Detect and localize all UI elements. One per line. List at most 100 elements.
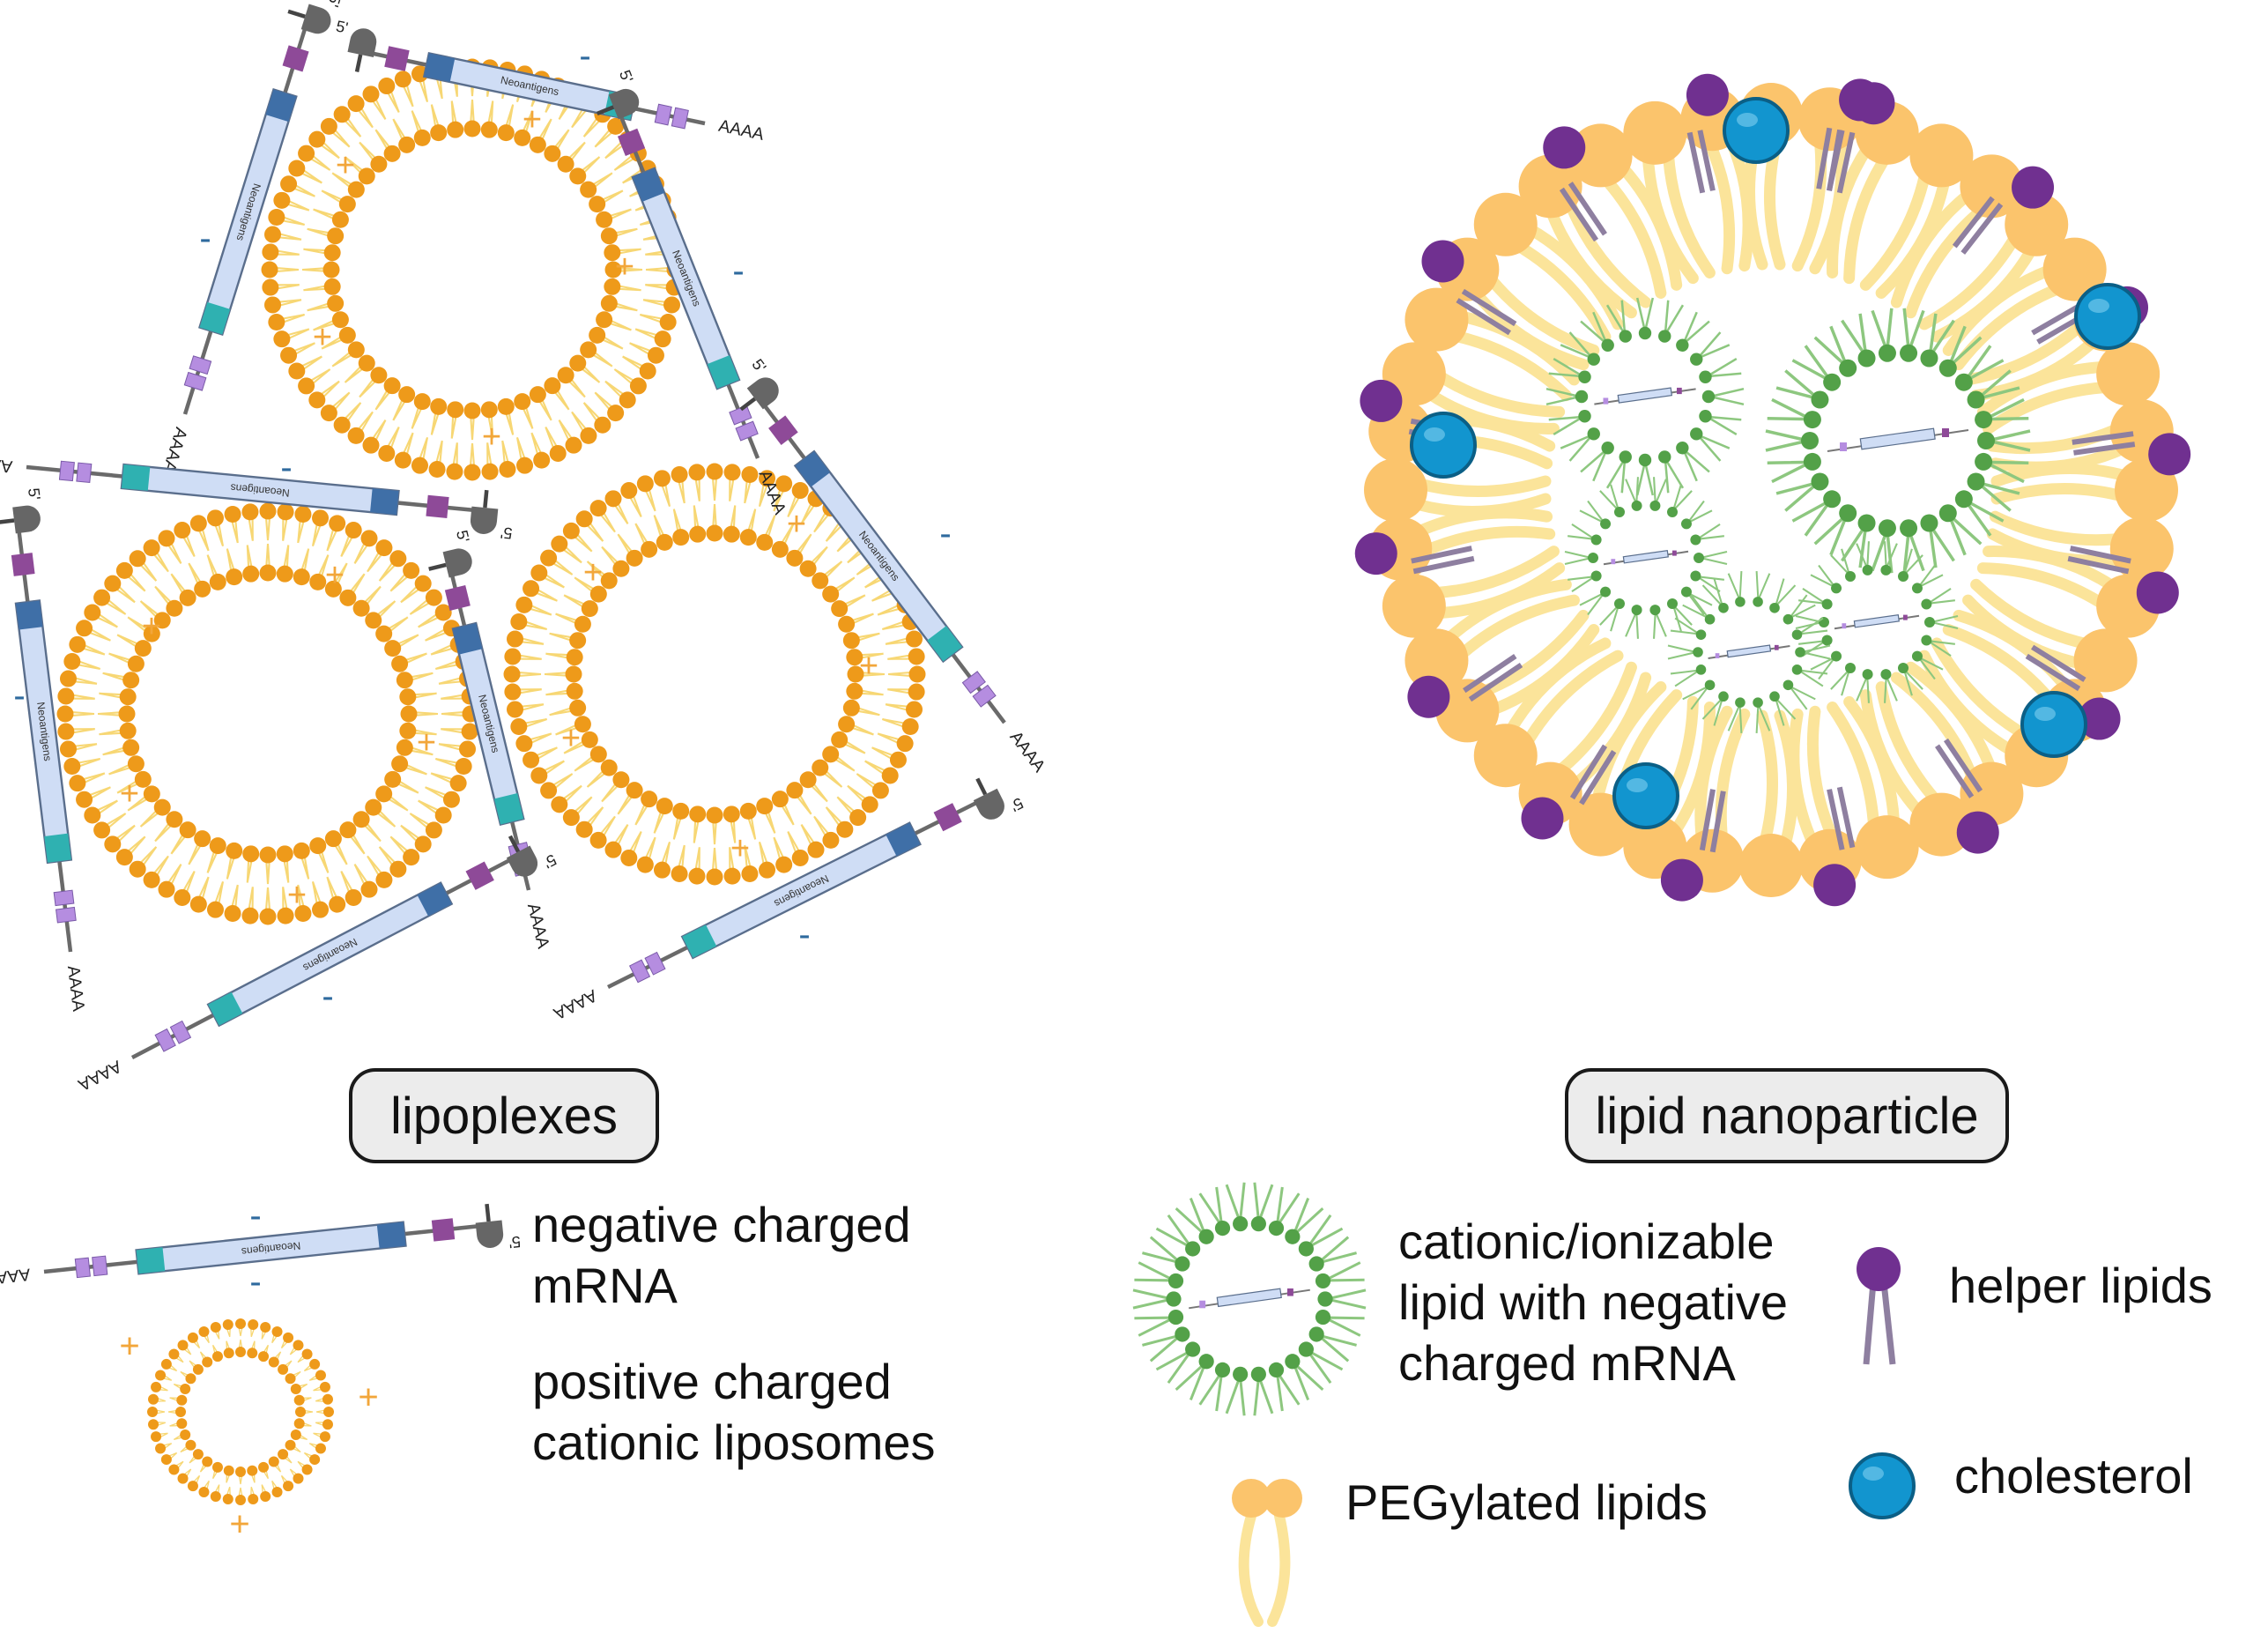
negative-charge-sign: -	[732, 252, 744, 291]
peg-lipid-head	[1473, 192, 1538, 256]
positive-charge-sign: +	[417, 724, 436, 761]
positive-charge-sign: +	[859, 648, 878, 685]
positive-charge-sign: +	[336, 147, 355, 184]
cap-label: 5'	[616, 68, 637, 85]
lipid-nanoparticle-illustration	[1354, 73, 2191, 907]
cap-label: 5'	[453, 529, 473, 545]
helper-lipid-head	[2078, 697, 2121, 740]
legend-peg-text: PEGylated lipids	[1345, 1474, 1708, 1530]
negative-charge-sign: -	[939, 515, 951, 553]
cholesterol-icon	[1849, 1452, 1916, 1519]
legend-helper-label: helper lipids	[1949, 1255, 2212, 1316]
peg-lipid-head	[1739, 834, 1803, 897]
helper-lipid-head	[2012, 166, 2055, 209]
negative-charge-sign: -	[322, 977, 333, 1016]
cap-label: 5'	[25, 487, 43, 501]
gene-label: Neoantigens	[241, 1239, 300, 1258]
positive-charge-sign: +	[787, 506, 806, 543]
positive-charge-sign: +	[142, 608, 161, 645]
cap-label: 5'	[541, 850, 560, 872]
legend-ionizable-line-3: charged mRNA	[1398, 1335, 1736, 1391]
positive-charge-sign: +	[325, 557, 345, 594]
gene-label: Neoantigens	[230, 481, 290, 499]
positive-charge-sign: +	[229, 1505, 249, 1544]
peg-lipid-head	[1855, 815, 1919, 880]
peg-lipid-head	[2005, 192, 2069, 256]
helper-lipid-head	[1839, 78, 1882, 122]
nanoparticle-shell	[1354, 73, 2191, 907]
legend-mrna-line-2: mRNA	[532, 1258, 678, 1313]
negative-charge-sign: -	[249, 1197, 261, 1236]
mrna-strand-icon: 5' Neoantigens AAAA	[0, 452, 513, 542]
helper-lipid-head	[1421, 240, 1464, 283]
peg-lipid-head	[1473, 724, 1538, 788]
helper-lipid-head	[1956, 811, 1999, 854]
negative-charge-sign: -	[798, 916, 810, 954]
positive-charge-sign: +	[287, 877, 307, 914]
positive-charge-sign: +	[523, 101, 542, 138]
polya-tail-label: AAAA	[159, 425, 190, 474]
lipoplexes-illustration: +++++++++++++++--------5'NeoantigensAAAA…	[0, 0, 1049, 1095]
legend-helper-text: helper lipids	[1949, 1258, 2212, 1313]
peg-lipid-head	[2073, 628, 2138, 693]
legend-liposome-line-2: cationic liposomes	[532, 1415, 936, 1470]
peg-lipid-head	[1518, 154, 1582, 219]
positive-charge-sign: +	[561, 720, 581, 757]
legend-cholesterol-text: cholesterol	[1954, 1448, 2193, 1504]
cap-label: 5'	[500, 523, 513, 542]
polya-tail-label: AAAA	[1006, 728, 1049, 776]
negative-charge-sign: -	[13, 677, 25, 716]
helper-lipid-head	[1686, 73, 1729, 116]
peg-lipid-icon	[1232, 1479, 1302, 1627]
helper-lipid-head	[1360, 379, 1403, 422]
peg-lipid-head	[1405, 628, 1469, 693]
legend-ionizable-label: cationic/ionizable lipid with negative c…	[1398, 1211, 1788, 1393]
helper-lipid-head	[1543, 126, 1586, 169]
ionizable-lipid-micelle-icon	[1132, 1182, 1367, 1416]
legend-cholesterol-label: cholesterol	[1954, 1445, 2193, 1506]
liposome-icon	[147, 1318, 334, 1505]
peg-lipid-head	[1960, 154, 2024, 219]
lipid-nanoparticle-title-text: lipid nanoparticle	[1595, 1087, 1979, 1145]
liposome-icon	[503, 463, 926, 886]
cap-label: 5'	[508, 1233, 521, 1251]
polya-tail-label: AAAA	[63, 964, 88, 1012]
peg-lipid-head	[1382, 574, 1446, 638]
negative-charge-sign: -	[280, 449, 292, 487]
mrna-strand-icon	[1708, 644, 1790, 659]
positive-charge-sign: +	[313, 319, 332, 356]
peg-lipid-head	[1435, 679, 1500, 743]
liposome-icon	[261, 58, 684, 481]
peg-lipid-head	[1623, 100, 1687, 165]
legend-mrna-label: negative charged mRNA	[532, 1194, 911, 1316]
negative-charge-sign: -	[199, 219, 211, 258]
peg-lipid-head	[2096, 342, 2161, 406]
mrna-strand-icon	[1834, 614, 1920, 630]
legend-liposome-line-1: positive charged	[532, 1354, 892, 1409]
cholesterol-molecule	[2074, 283, 2141, 350]
liposome-icon	[56, 502, 479, 925]
helper-lipid-head	[1660, 858, 1703, 902]
helper-lipid-head	[2148, 433, 2191, 476]
positive-charge-sign: +	[119, 1327, 139, 1366]
peg-lipid-head	[1568, 123, 1633, 188]
legend-liposome-label: positive charged cationic liposomes	[532, 1351, 936, 1473]
legend-mrna-line-1: negative charged	[532, 1197, 911, 1252]
legend-ionizable-line-1: cationic/ionizable	[1398, 1214, 1775, 1269]
legend-peg-label: PEGylated lipids	[1345, 1472, 1708, 1533]
positive-charge-sign: +	[482, 419, 501, 456]
peg-lipid-head	[2109, 516, 2174, 581]
helper-lipid-head	[2136, 571, 2179, 614]
cap-label: 5'	[748, 356, 769, 376]
mrna-strand-icon	[1189, 1288, 1310, 1310]
peg-lipid-head	[1909, 792, 1974, 857]
mrna-strand-icon	[1594, 387, 1696, 405]
polya-tail-label: AAAA	[0, 452, 13, 476]
